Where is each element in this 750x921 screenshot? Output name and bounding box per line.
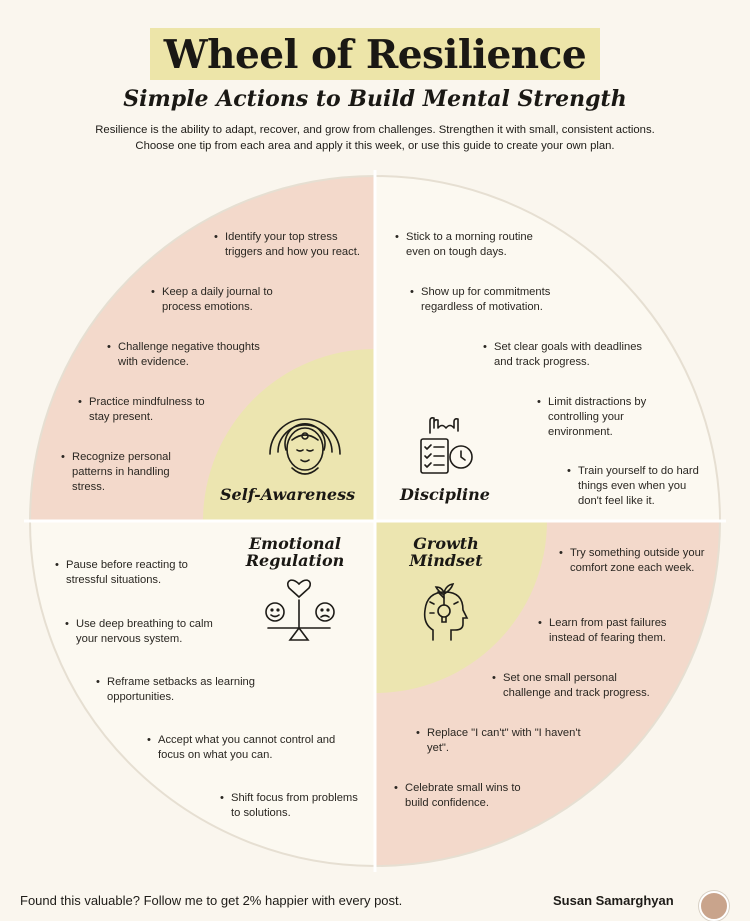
head-lightbulb-plant-icon: [423, 583, 469, 641]
title-wrap: Wheel of Resilience: [0, 28, 750, 80]
tip-self-awareness-5: Recognize personal patterns in handling …: [61, 450, 187, 495]
label-emotional-line1: Emotional: [248, 534, 341, 553]
tip-discipline-1: Stick to a morning routine even on tough…: [395, 230, 551, 260]
tip-growth-3: Set one small personal challenge and tra…: [492, 671, 663, 701]
tip-discipline-4: Limit distractions by controlling your e…: [537, 395, 668, 440]
tip-growth-5: Celebrate small wins to build confidence…: [394, 781, 535, 811]
tip-self-awareness-4: Practice mindfulness to stay present.: [78, 395, 219, 425]
checklist-clock-icon: [420, 417, 473, 474]
intro-line-1: Resilience is the ability to adapt, reco…: [95, 124, 655, 136]
page-subtitle: Simple Actions to Build Mental Strength: [123, 86, 627, 112]
intro-text: Resilience is the ability to adapt, reco…: [60, 123, 690, 154]
tip-emotional-3: Reframe setbacks as learning opportuniti…: [96, 675, 272, 705]
tip-self-awareness-3: Challenge negative thoughts with evidenc…: [107, 340, 278, 370]
label-self-awareness: Self-Awareness: [220, 485, 356, 504]
label-discipline: Discipline: [400, 485, 490, 504]
tip-self-awareness-2: Keep a daily journal to process emotions…: [151, 285, 292, 315]
page-title: Wheel of Resilience: [149, 28, 601, 80]
footer-author: Susan Samarghyan: [553, 893, 674, 908]
tip-discipline-5: Train yourself to do hard things even wh…: [567, 464, 703, 509]
tip-growth-1: Try something outside your comfort zone …: [559, 546, 705, 576]
tip-emotional-1: Pause before reacting to stressful situa…: [55, 558, 206, 588]
footer-cta: Found this valuable? Follow me to get 2%…: [20, 893, 403, 908]
inner-growth-mindset: [375, 521, 547, 693]
avatar: [699, 891, 729, 921]
label-growth-line1: Growth: [413, 534, 479, 553]
label-emotional-regulation: Emotional Regulation: [228, 535, 362, 569]
balance-scale-emotions-icon: [265, 579, 335, 641]
tip-growth-4: Replace "I can't" with "I haven't yet".: [416, 726, 602, 756]
inner-emotional-regulation: [203, 521, 375, 693]
label-growth-mindset: Growth Mindset: [398, 535, 494, 569]
tip-growth-2: Learn from past failures instead of fear…: [538, 616, 689, 646]
tip-emotional-4: Accept what you cannot control and focus…: [147, 733, 353, 763]
tip-emotional-2: Use deep breathing to calm your nervous …: [65, 617, 236, 647]
label-emotional-line2: Regulation: [245, 551, 345, 570]
tip-discipline-2: Show up for commitments regardless of mo…: [410, 285, 581, 315]
label-growth-line2: Mindset: [409, 551, 483, 570]
intro-line-2: Choose one tip from each area and apply …: [135, 139, 615, 152]
inner-self-awareness: [203, 349, 375, 521]
tip-self-awareness-1: Identify your top stress triggers and ho…: [214, 230, 375, 260]
tip-discipline-3: Set clear goals with deadlines and track…: [483, 340, 654, 370]
tip-emotional-5: Shift focus from problems to solutions.: [220, 791, 361, 821]
meditating-head-icon: [269, 418, 341, 475]
inner-discipline: [375, 349, 547, 521]
